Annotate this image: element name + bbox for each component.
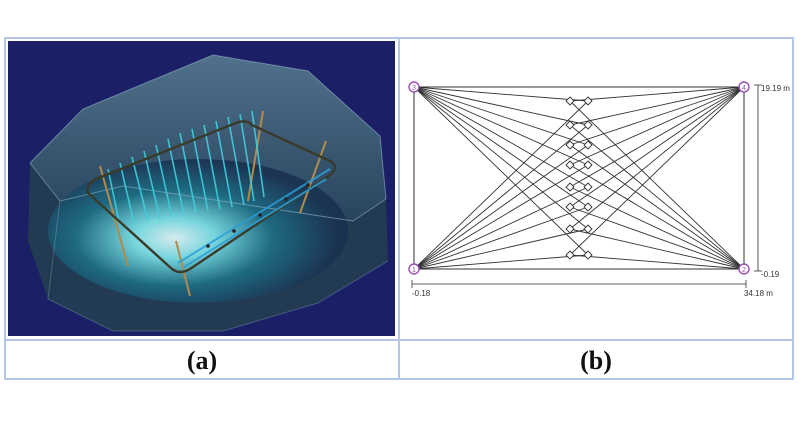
cable-net-frame bbox=[86, 120, 337, 274]
carrier-node bbox=[583, 160, 593, 170]
cable-line bbox=[569, 206, 745, 270]
cable-line bbox=[413, 124, 589, 270]
carrier-node bbox=[583, 96, 593, 106]
cable-line bbox=[569, 86, 745, 188]
cable-line bbox=[569, 86, 745, 102]
carrier-node bbox=[583, 120, 593, 130]
cable-line bbox=[569, 86, 745, 208]
cable-line bbox=[569, 86, 745, 166]
node-2: 2 bbox=[738, 263, 750, 275]
suspension-cables bbox=[107, 110, 265, 227]
dimension-lines bbox=[411, 84, 762, 288]
cable-line bbox=[569, 254, 745, 270]
carrier-node bbox=[565, 202, 575, 212]
svg-text:2: 2 bbox=[742, 267, 746, 274]
svg-text:3: 3 bbox=[412, 85, 416, 92]
svg-text:4: 4 bbox=[742, 85, 746, 92]
cable-line bbox=[569, 86, 745, 126]
svg-text:1: 1 bbox=[412, 267, 416, 274]
base-edge bbox=[47, 200, 389, 332]
cable-line bbox=[413, 186, 589, 270]
cable-carriers bbox=[565, 96, 593, 260]
cable-line bbox=[413, 164, 589, 270]
carrier-node bbox=[565, 96, 575, 106]
dim-x-min: -0.18 bbox=[412, 289, 431, 298]
caption-divider bbox=[4, 339, 794, 341]
column-divider bbox=[398, 37, 400, 380]
node-3: 3 bbox=[408, 81, 420, 93]
cable-lines bbox=[413, 86, 745, 270]
cable-line bbox=[569, 228, 745, 270]
roof-edge bbox=[29, 54, 387, 200]
dim-y-max: 19.19 m bbox=[761, 84, 790, 93]
carrier-node bbox=[565, 250, 575, 260]
boundary-rectangle bbox=[413, 86, 745, 270]
cable-line bbox=[569, 86, 745, 230]
carrier-node bbox=[583, 224, 593, 234]
caption-a: (a) bbox=[186, 345, 218, 375]
dim-x-max: 34.18 m bbox=[744, 289, 773, 298]
cable-plan-diagram: 3 4 1 2 -0.18 34.18 m 19.19 m -0.19 bbox=[402, 41, 791, 336]
illuminated-floor bbox=[48, 159, 348, 303]
cable-line bbox=[413, 86, 589, 166]
panel-a-3d-scene bbox=[8, 41, 395, 336]
3d-scene-image bbox=[8, 41, 395, 336]
cable-line bbox=[569, 86, 745, 256]
cable-line bbox=[413, 86, 589, 126]
lower-cables bbox=[177, 168, 331, 268]
dim-y-min: -0.19 bbox=[761, 270, 780, 279]
carrier-node bbox=[565, 140, 575, 150]
cable-line bbox=[413, 86, 589, 188]
carrier-node bbox=[583, 140, 593, 150]
support-mast-2 bbox=[247, 110, 264, 202]
wall-edge bbox=[29, 162, 387, 222]
carrier-node bbox=[583, 202, 593, 212]
cable-line bbox=[413, 86, 589, 256]
cable-line bbox=[569, 144, 745, 270]
support-mast-4 bbox=[175, 240, 191, 297]
support-mast-3 bbox=[299, 140, 327, 214]
carrier-node bbox=[565, 224, 575, 234]
carrier-node bbox=[565, 120, 575, 130]
carrier-node bbox=[565, 182, 575, 192]
carrier-node bbox=[583, 250, 593, 260]
carrier-node bbox=[583, 182, 593, 192]
node-4: 4 bbox=[738, 81, 750, 93]
cable-line bbox=[569, 186, 745, 270]
cable-line bbox=[569, 86, 745, 146]
cable-anchors bbox=[206, 183, 310, 248]
cable-line bbox=[413, 86, 589, 102]
cable-line bbox=[569, 124, 745, 270]
cable-line bbox=[413, 100, 589, 270]
cable-line bbox=[569, 164, 745, 270]
cable-line bbox=[413, 86, 589, 146]
cable-line bbox=[413, 86, 589, 208]
carrier-node bbox=[565, 160, 575, 170]
cable-line bbox=[569, 100, 745, 270]
panel-b-cable-plan: 3 4 1 2 -0.18 34.18 m 19.19 m -0.19 bbox=[402, 41, 791, 336]
cable-line bbox=[413, 206, 589, 270]
cable-line bbox=[413, 228, 589, 270]
cable-line bbox=[413, 254, 589, 270]
node-1: 1 bbox=[408, 263, 420, 275]
cable-line bbox=[413, 86, 589, 230]
caption-b: (b) bbox=[580, 345, 612, 375]
cable-line bbox=[413, 144, 589, 270]
